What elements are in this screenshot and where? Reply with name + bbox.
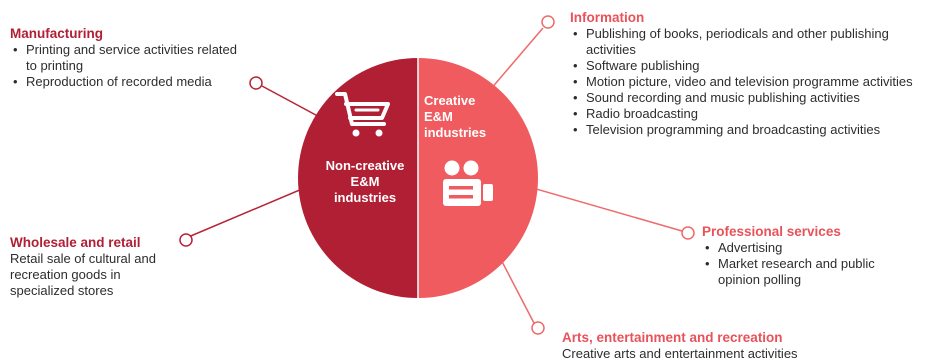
manufacturing-title: Manufacturing [10, 26, 103, 41]
arts-text: Creative arts and entertainment activiti… [562, 346, 798, 361]
arts-title: Arts, entertainment and recreation [562, 330, 783, 345]
marker-manufacturing [249, 76, 263, 90]
list-item: Advertising [702, 240, 902, 256]
information-list: Publishing of books, periodicals and oth… [570, 26, 940, 138]
manufacturing-list: Printing and service activities related … [10, 42, 250, 90]
list-item: Sound recording and music publishing act… [570, 90, 940, 106]
information-title: Information [570, 10, 645, 25]
arts-group: Arts, entertainment and recreation Creat… [562, 330, 862, 362]
list-item: Motion picture, video and television pro… [570, 74, 940, 90]
manufacturing-group: Manufacturing Printing and service activ… [10, 26, 250, 90]
non-creative-half [298, 58, 418, 298]
marker-information [541, 15, 555, 29]
marker-arts [531, 321, 545, 335]
list-item: Television programming and broadcasting … [570, 122, 940, 138]
wholesale-text: Retail sale of cultural and recreation g… [10, 251, 156, 298]
list-item: Reproduction of recorded media [10, 74, 250, 90]
shopping-cart-icon [335, 92, 390, 137]
professional-group: Professional services Advertising Market… [702, 224, 902, 288]
list-item: Software publishing [570, 58, 940, 74]
list-item: Publishing of books, periodicals and oth… [570, 26, 940, 58]
connector-information [489, 27, 544, 91]
non-creative-label: Non-creative E&M industries [325, 158, 405, 205]
film-camera-icon [443, 160, 493, 206]
wholesale-group: Wholesale and retail Retail sale of cult… [10, 235, 180, 299]
information-group: Information Publishing of books, periodi… [570, 10, 940, 138]
professional-list: Advertising Market research and public o… [702, 240, 902, 288]
list-item: Market research and public opinion polli… [702, 256, 902, 288]
professional-title: Professional services [702, 224, 841, 239]
marker-professional [681, 226, 695, 240]
creative-label: Creative E&M industries [424, 93, 487, 140]
list-item: Radio broadcasting [570, 106, 940, 122]
list-item: Printing and service activities related … [10, 42, 250, 74]
marker-wholesale [179, 233, 193, 247]
creative-half [418, 58, 538, 298]
wholesale-title: Wholesale and retail [10, 235, 141, 250]
